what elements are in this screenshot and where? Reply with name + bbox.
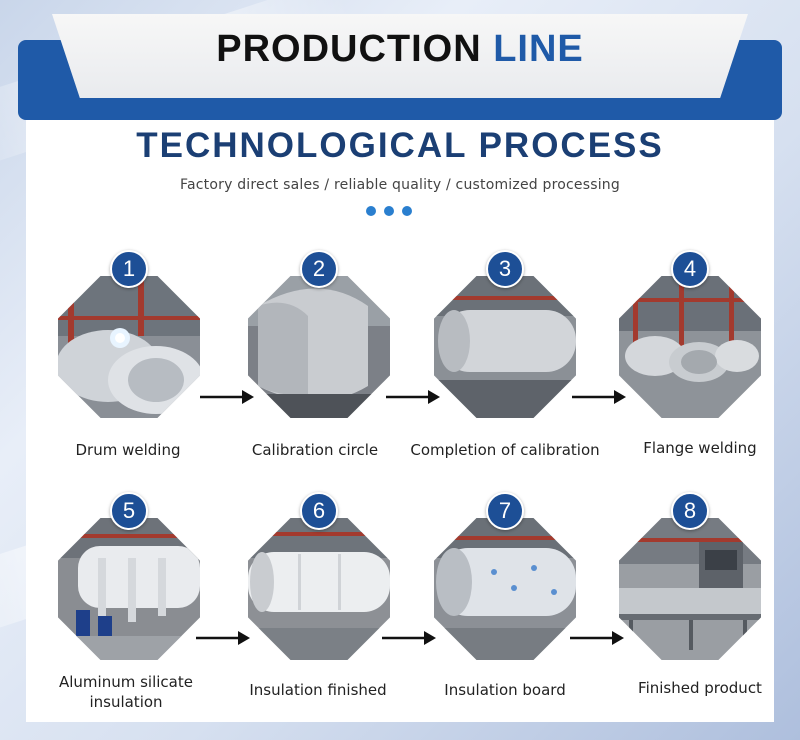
step-5: 5 — [58, 492, 200, 660]
step-number-badge: 3 — [486, 250, 524, 288]
step-label: Aluminum silicate insulation — [59, 673, 193, 711]
banner-title-accent: LINE — [493, 28, 584, 70]
step-2: 2 — [248, 250, 390, 418]
arrow-right-icon — [200, 390, 254, 404]
step-label: Flange welding — [643, 439, 757, 457]
step-label: Insulation finished — [249, 681, 387, 699]
step-number-badge: 5 — [110, 492, 148, 530]
arrow-right-icon — [386, 390, 440, 404]
arrow-right-icon — [382, 631, 436, 645]
banner-plate — [52, 14, 748, 98]
aluminum-silicate-photo — [58, 518, 200, 660]
step-number-badge: 2 — [300, 250, 338, 288]
flange-welding-photo — [619, 276, 761, 418]
finished-product-photo — [619, 518, 761, 660]
section-subtitle: Factory direct sales / reliable quality … — [180, 177, 620, 193]
step-8: 8 — [619, 492, 761, 660]
step-label: Finished product — [638, 679, 762, 697]
arrow-right-icon — [572, 390, 626, 404]
step-1: 1 — [58, 250, 200, 418]
step-number-badge: 1 — [110, 250, 148, 288]
step-number-badge: 7 — [486, 492, 524, 530]
calibration-complete-photo — [434, 276, 576, 418]
banner-title: PRODUCTION LINE — [0, 28, 800, 71]
step-4: 4 — [619, 250, 761, 418]
drum-welding-photo — [58, 276, 200, 418]
arrow-right-icon — [570, 631, 624, 645]
step-number-badge: 6 — [300, 492, 338, 530]
step-number-badge: 8 — [671, 492, 709, 530]
step-label: Calibration circle — [251, 441, 379, 459]
insulation-finished-photo — [248, 518, 390, 660]
step-7: 7 — [434, 492, 576, 660]
step-label: Completion of calibration — [410, 441, 600, 459]
section-heading: TECHNOLOGICAL PROCESS — [136, 126, 664, 165]
decorative-dots — [366, 206, 412, 216]
step-number-badge: 4 — [671, 250, 709, 288]
step-label: Drum welding — [75, 441, 181, 459]
calibration-circle-photo — [248, 276, 390, 418]
step-6: 6 — [248, 492, 390, 660]
step-3: 3 — [434, 250, 576, 418]
arrow-right-icon — [196, 631, 250, 645]
insulation-board-photo — [434, 518, 576, 660]
step-label: Insulation board — [444, 681, 566, 699]
banner-title-main: PRODUCTION — [216, 28, 494, 70]
